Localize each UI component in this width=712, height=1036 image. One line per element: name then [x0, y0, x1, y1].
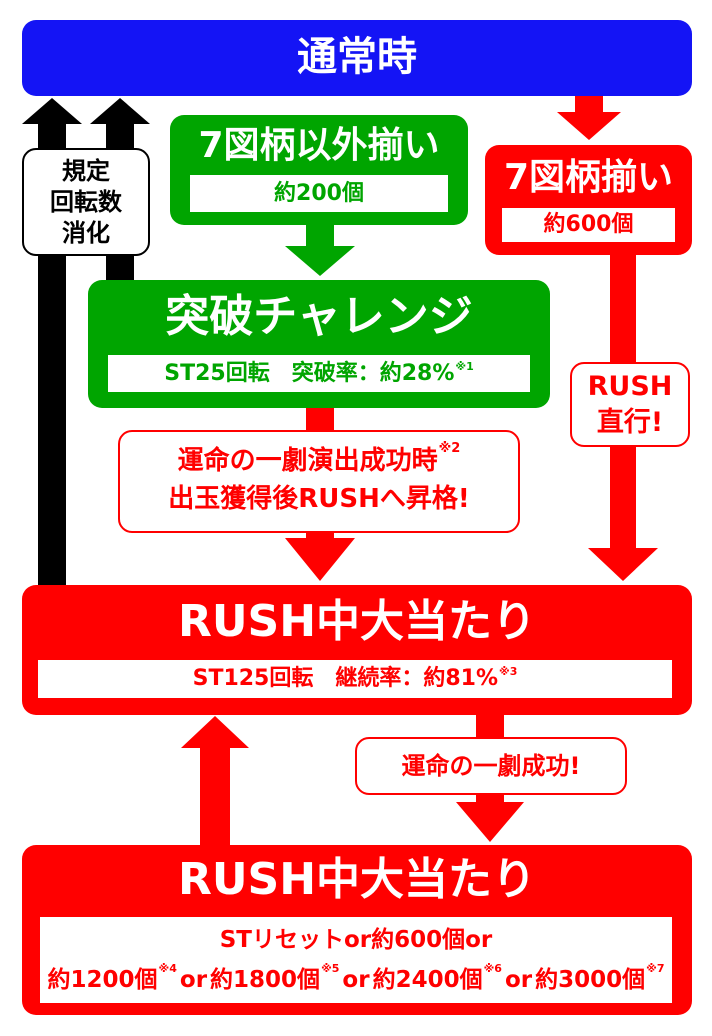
- fate-box: 運命の一劇演出成功時※2 出玉獲得後RUSHへ昇格!: [118, 430, 520, 533]
- payout-option: 約1200個: [47, 967, 158, 993]
- fate-line-1: 運命の一劇演出成功時※2: [120, 442, 518, 480]
- down-arrowhead: [456, 802, 524, 842]
- challenge-box: 突破チャレンジ ST25回転 突破率：約28%※1: [88, 280, 550, 408]
- challenge-detail-box: ST25回転 突破率：約28%※1: [108, 355, 530, 392]
- payout-note: ※6: [483, 962, 502, 975]
- payout-option: 約2400個: [372, 967, 483, 993]
- challenge-to-rush-arrowhead: [285, 538, 355, 581]
- payout-note: ※4: [158, 962, 177, 975]
- direct-rush-box: RUSH 直行!: [570, 362, 690, 447]
- arrowhead-top-right: [557, 112, 621, 140]
- up-arrowhead: [181, 716, 249, 748]
- rush-hit-box: RUSH中大当たり ST125回転 継続率：約81%※3: [22, 585, 692, 715]
- direct-rush-arrowhead: [588, 548, 658, 581]
- green-arrowhead: [285, 246, 355, 276]
- seven-title: 7図柄揃い: [503, 157, 674, 198]
- or-separator: or: [342, 967, 370, 993]
- challenge-detail: ST25回転 突破率：約28%: [164, 361, 455, 386]
- or-separator: or: [179, 967, 208, 993]
- payout-option: 約3000個: [535, 967, 646, 993]
- payout-note: ※7: [646, 962, 665, 975]
- rush-hit-title: RUSH中大当たり: [177, 596, 537, 647]
- rush-hit-title-2: RUSH中大当たり: [177, 854, 537, 905]
- return-label-line: 回転数: [50, 188, 122, 216]
- fate-success-box: 運命の一劇成功!: [355, 737, 627, 795]
- return-label-line: 規定: [62, 157, 110, 185]
- direct-rush-text-line: 直行!: [596, 407, 664, 438]
- payout-note: ※5: [321, 962, 340, 975]
- non-seven-title: 7図柄以外揃い: [198, 125, 440, 166]
- non-seven-payout: 約200個: [190, 175, 448, 212]
- normal-state-box: 通常時: [22, 20, 692, 96]
- green-arrow-shaft: [306, 222, 334, 250]
- arrow-shaft-top-right: [575, 95, 603, 115]
- seven-payout: 約600個: [502, 208, 675, 242]
- fate-line: 出玉獲得後RUSHへ昇格!: [168, 484, 470, 514]
- rush-detail-box: ST125回転 継続率：約81%※3: [38, 660, 672, 698]
- return-label-box: 規定 回転数 消化: [22, 148, 150, 256]
- fate-success-label: 運命の一劇成功!: [401, 752, 581, 780]
- return-arrowhead-2: [90, 98, 150, 124]
- rush-payout-line1: STリセットor約600個or: [219, 927, 493, 953]
- fate-line: 運命の一劇演出成功時: [177, 446, 438, 476]
- or-separator: or: [504, 967, 533, 993]
- seven-box: 7図柄揃い 約600個: [485, 145, 692, 255]
- non-seven-box: 7図柄以外揃い 約200個: [170, 115, 468, 225]
- rush-note: ※3: [499, 665, 518, 678]
- direct-rush-text-line: RUSH: [587, 371, 673, 402]
- challenge-title: 突破チャレンジ: [165, 291, 473, 342]
- normal-state-title: 通常時: [297, 34, 417, 80]
- up-arrow-shaft: [200, 745, 230, 850]
- fate-note: ※2: [438, 441, 461, 456]
- return-arrowhead-1: [22, 98, 82, 124]
- return-label-line: 消化: [62, 219, 110, 247]
- challenge-note: ※1: [455, 360, 474, 373]
- rush-detail: ST125回転 継続率：約81%: [192, 666, 499, 691]
- payout-option: 約1800個: [210, 967, 321, 993]
